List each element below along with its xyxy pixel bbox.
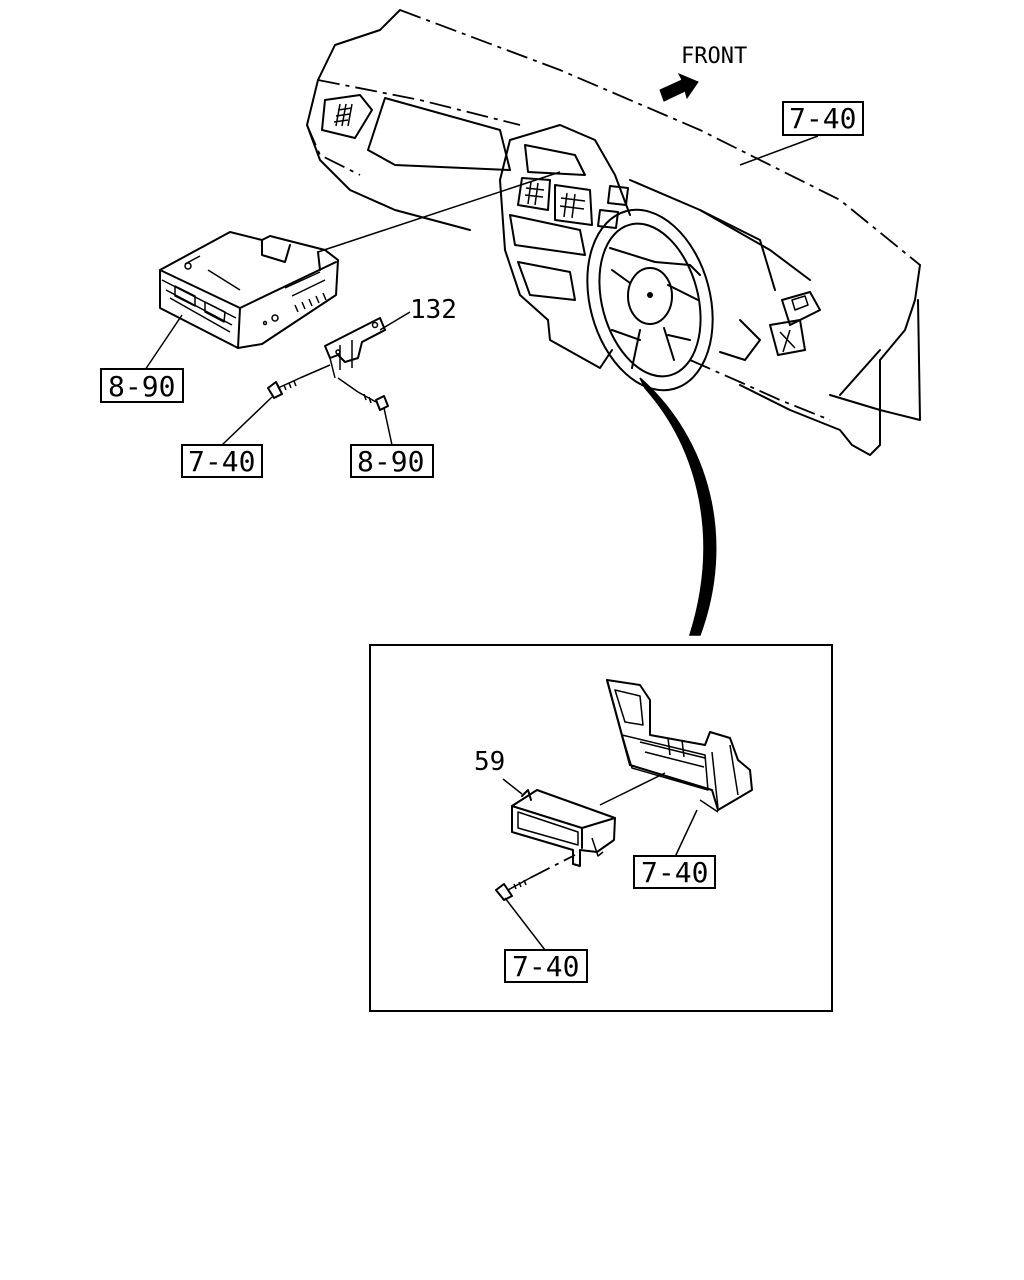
callout-dashboard: 7-40 <box>782 101 864 136</box>
radio-leader-line <box>317 171 561 253</box>
front-direction-indicator: FRONT <box>659 44 747 102</box>
screw-left-leader <box>221 396 273 446</box>
callout-radio: 8-90 <box>100 368 184 403</box>
callout-screw-left: 7-40 <box>181 444 263 478</box>
left-vent-grille-icon <box>333 103 353 127</box>
bracket-part-number: 132 <box>410 295 457 325</box>
radio-leader <box>144 314 183 371</box>
dashboard-ref-label: 7-40 <box>789 102 856 135</box>
detail-frame <box>369 644 833 1012</box>
console-bezel <box>606 679 753 813</box>
radio-unit <box>159 231 339 349</box>
pocket-leader <box>502 778 523 795</box>
console-leader <box>674 809 698 858</box>
storage-pocket <box>511 789 616 867</box>
detail-screw-icon <box>495 877 531 901</box>
screw-left-icon <box>267 377 301 399</box>
detail-screw-leader <box>504 897 546 951</box>
pocket-to-bezel-line <box>599 772 666 806</box>
callout-screw-right: 8-90 <box>350 444 434 478</box>
center-vent-left-icon <box>524 181 545 206</box>
bracket-leader <box>379 311 411 331</box>
detail-view: 59 7-40 7-40 <box>369 644 833 1012</box>
screw-right-leader <box>383 407 393 446</box>
console-ref-label: 7-40 <box>641 856 708 889</box>
screw-right-ref-label: 8-90 <box>357 445 424 478</box>
detail-screw-axis <box>529 854 576 879</box>
center-vent-right-icon <box>559 192 586 219</box>
screw-right-icon <box>357 391 389 411</box>
dashboard-leader-line <box>739 135 819 166</box>
steering-wheel <box>586 208 714 392</box>
detail-pointer-arrow <box>639 377 717 636</box>
callout-detail-screw-box <box>504 949 588 983</box>
callout-console-box <box>633 855 716 889</box>
radio-ref-label: 8-90 <box>108 370 175 403</box>
screw-left-axis <box>299 364 331 379</box>
front-label: FRONT <box>681 44 747 69</box>
pocket-part-number: 59 <box>474 747 505 777</box>
screw-left-ref-label: 7-40 <box>188 445 255 478</box>
screw-right-axis <box>337 377 359 393</box>
instrument-panel <box>306 9 921 456</box>
detail-screw-ref-label: 7-40 <box>512 950 579 983</box>
mounting-bracket <box>324 317 386 379</box>
front-arrow-icon <box>659 73 699 102</box>
